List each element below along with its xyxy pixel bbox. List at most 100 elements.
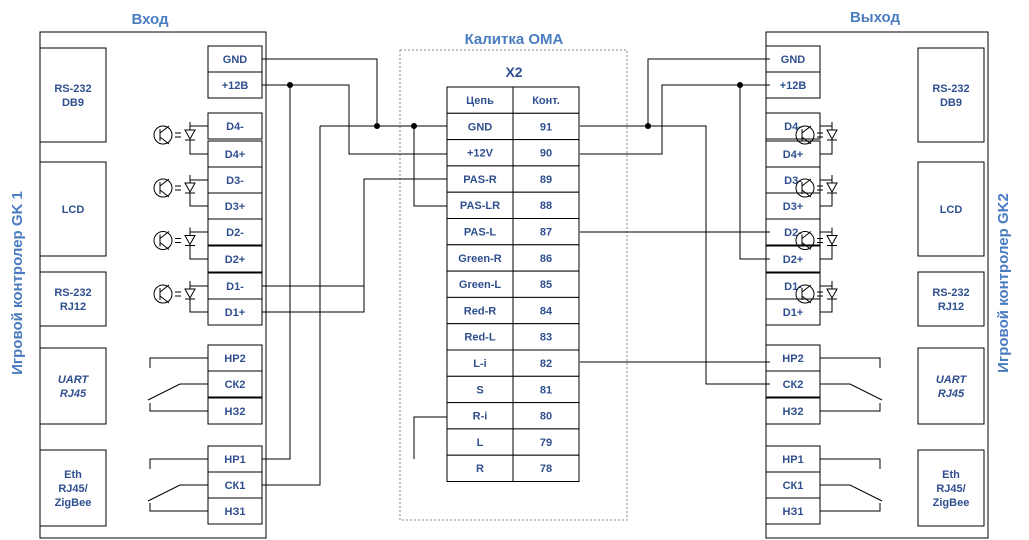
right-terminal-8: D1- [765,272,821,300]
right-terminal-label: D4+ [783,149,804,161]
left-terminal-label: +12В [222,80,249,92]
right-terminal-label: НЗ1 [783,506,804,518]
wire-gnd-right [580,58,770,127]
left-terminal-12: НЗ2 [207,397,263,425]
right-module-label: RS-232 [932,83,969,95]
x2-cell-circuit: R-i [473,411,488,423]
x2-cell-circuit: S [476,384,483,396]
left-terminal-label: СК2 [225,379,246,391]
right-terminal-label: D3+ [783,201,804,213]
left-module-box [39,47,107,143]
left-module-label: RS-232 [54,83,91,95]
left-terminal-3: D4+ [207,140,263,168]
right-terminal-label: НР1 [782,454,803,466]
x2-title: X2 [505,64,522,80]
x2-cell-circuit: PAS-R [463,174,496,186]
x2-row: PAS-LR 88 [446,191,580,219]
wire-12v-right-down [739,85,770,260]
right-terminal-cell [765,245,821,273]
left-terminal-label: D4+ [225,149,246,161]
gate-area [399,49,628,521]
right-module-box [917,449,985,527]
right-terminal-10: НР2 [765,344,821,372]
right-terminal-6: D2- [765,218,821,246]
right-terminal-13: НР1 [765,445,821,473]
x2-header: Цепь Конт. [446,86,580,114]
left-optocoupler [153,122,196,148]
right-optocoupler [795,122,838,148]
right-terminal-15: НЗ1 [765,497,821,525]
x2-cell-contact: 89 [540,174,552,186]
right-terminal-cell [765,45,821,73]
right-terminal-label: D3- [784,175,802,187]
left-terminal-label: D3+ [225,201,246,213]
left-terminal-label: СК1 [225,480,246,492]
right-terminal-block: GND+12ВD4-D4+D3-D3+D2-D2+D1-D1+НР2СК2НЗ2… [765,45,821,525]
x2-header-circuit: Цепь [466,95,494,107]
left-terminal-5: D3+ [207,192,263,220]
x2-cell-contact: 79 [540,437,552,449]
x2-header-contact: Конт. [532,95,560,107]
left-terminal-block: GND+12ВD4-D4+D3-D3+D2-D2+D1-D1+НР2СК2НЗ2… [207,45,263,525]
left-terminal-label: D3- [226,175,244,187]
right-terminal-0: GND [765,45,821,73]
right-modules: RS-232DB9LCDRS-232RJ12UARTRJ45EthRJ45/Zi… [917,47,985,527]
x2-cell-circuit: Red-R [464,305,496,317]
left-terminal-13: НР1 [207,445,263,473]
left-terminal-10: НР2 [207,344,263,372]
x2-cell-contact: 88 [540,200,552,212]
right-module-box [917,347,985,425]
right-terminal-cell [765,166,821,194]
left-terminal-11: СК2 [207,370,263,398]
left-terminal-label: НЗ1 [225,506,246,518]
gate-title: Калитка OMA [465,31,564,48]
left-module-label: RS-232 [54,287,91,299]
input-title: Вход [131,11,169,28]
left-terminal-cell [207,218,263,246]
left-relay-contact [147,458,208,512]
wire-pasr [262,178,447,313]
x2-cell-circuit: Red-L [464,332,495,344]
left-terminal-4: D3- [207,166,263,194]
left-relay-contact [147,357,208,412]
left-module-label: LCD [62,204,85,216]
x2-cell-contact: 78 [540,463,552,475]
right-module-label: RS-232 [932,287,969,299]
right-terminal-14: СК1 [765,471,821,499]
wire-gnd-right-bus [648,125,770,385]
left-terminal-7: D2+ [207,245,263,273]
right-terminal-label: СК1 [783,480,804,492]
left-terminal-14: СК1 [207,471,263,499]
left-terminal-label: D1- [226,281,244,293]
left-module-box [39,161,107,257]
right-terminal-label: НР2 [782,353,803,365]
x2-cell-circuit: GND [468,121,493,133]
wire-12v-right [580,84,770,155]
x2-cell-contact: 91 [540,121,552,133]
left-vertical-title: Игровой контролер GK 1 [9,191,26,375]
right-terminal-label: D4- [784,121,802,133]
right-terminal-label: НЗ2 [783,406,804,418]
right-symbols [795,122,883,512]
x2-cell-circuit: R [476,463,484,475]
output-title: Выход [850,9,901,26]
right-terminal-9: D1+ [765,298,821,326]
right-optocoupler [795,281,838,307]
right-terminal-label: D2+ [783,254,804,266]
left-terminal-9: D1+ [207,298,263,326]
right-module-box [917,271,985,327]
right-module-label: RJ45 [938,388,965,400]
wires [262,58,770,486]
x2-cell-circuit: PAS-LR [460,200,500,212]
right-module-1: LCD [917,161,985,257]
junction-gnd-1 [374,123,380,129]
left-terminal-cell [207,397,263,425]
left-terminal-cell [207,370,263,398]
left-terminal-15: НЗ1 [207,497,263,525]
